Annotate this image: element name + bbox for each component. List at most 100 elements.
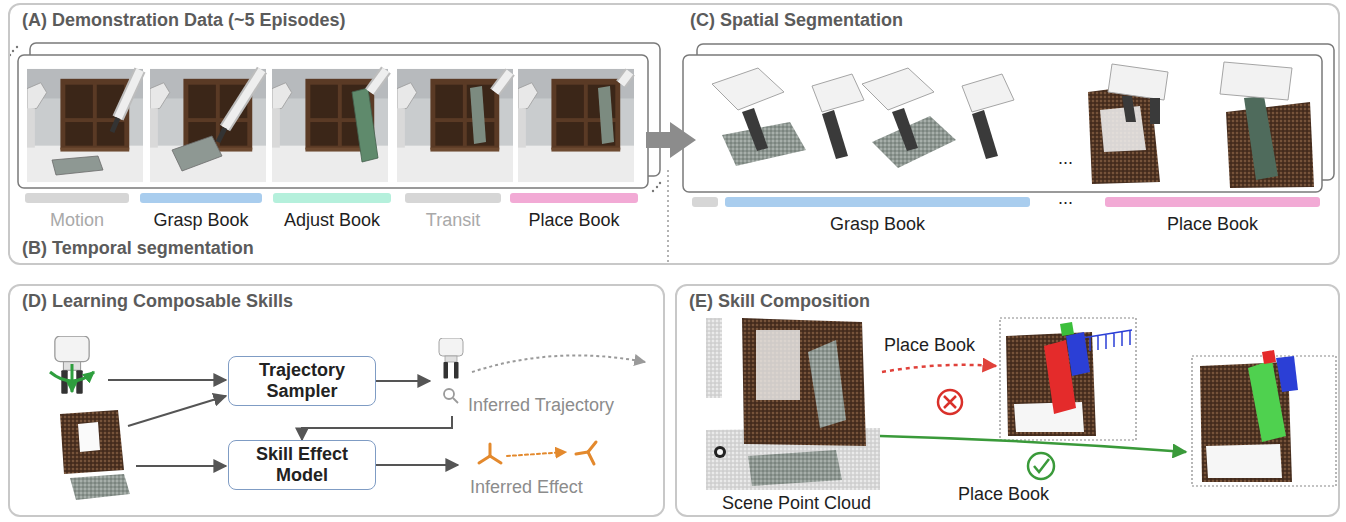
segment-fill (140, 193, 262, 203)
box-label: Skill Effect Model (235, 444, 369, 485)
point-cloud-frames (712, 62, 1314, 188)
frame-stack (9, 43, 661, 192)
segment-fill (405, 193, 501, 203)
robot-arm (225, 70, 262, 128)
motion-arrow (71, 364, 74, 392)
success-mark (1028, 453, 1054, 479)
segment-fill (25, 193, 129, 203)
point-cloud-icon (60, 410, 130, 500)
annotation: ... (1058, 188, 1073, 209)
result-frame (1192, 356, 1336, 486)
input-arrow (136, 465, 226, 467)
frame-axis (576, 452, 588, 454)
process-box: Skill Effect Model (228, 440, 376, 490)
segment: Grasp Book (725, 197, 1030, 235)
toy (717, 449, 723, 455)
gripper-finger (892, 108, 918, 151)
gripper-icon (439, 338, 463, 379)
output-node: Inferred Effect (458, 440, 610, 498)
annotation: Place Book (958, 484, 1049, 505)
frame-stack (683, 44, 1334, 192)
annotation: ... (1058, 148, 1073, 169)
segment-fill (273, 193, 391, 203)
panel-frame: MotionGrasp BookAdjust BookTransitPlace … (8, 3, 1340, 265)
stack-dot (656, 186, 658, 188)
effect-path (507, 452, 566, 456)
robot-arm (621, 72, 630, 84)
failed-result (1000, 318, 1136, 440)
input-arrow (108, 379, 226, 381)
node-label: Scene Point Cloud (700, 493, 893, 514)
gripper (1220, 62, 1292, 100)
book (352, 88, 378, 162)
shelf-gap (78, 422, 100, 452)
node-label: Inferred Trajectory (468, 395, 614, 416)
segment: Transit (405, 193, 501, 231)
book (598, 86, 614, 144)
node-label: Inferred Effect (470, 477, 583, 498)
gripper-pose (1066, 332, 1090, 376)
stack-dot (12, 50, 14, 52)
segment: Place Book (510, 193, 638, 231)
failed-arrow (882, 365, 996, 372)
result-frame (1000, 318, 1136, 440)
book (172, 136, 222, 171)
segment: Grasp Book (140, 193, 262, 231)
magnifier (444, 389, 454, 399)
robot-arm (370, 70, 386, 92)
magnifier (453, 398, 458, 403)
effect-icon (479, 442, 596, 464)
success-check (1034, 459, 1049, 472)
frame-axis (588, 452, 594, 464)
connector-arrow (376, 464, 458, 466)
panel-frame: Scene Point Cloud(E) Skill Composition (675, 284, 1340, 517)
divider (667, 170, 669, 262)
input-arrow (128, 396, 226, 426)
trajectory-icon (439, 338, 645, 403)
photo (27, 69, 143, 182)
robot-arm (118, 70, 140, 118)
gripper (218, 128, 225, 142)
success-arrow (880, 436, 1186, 452)
stack-dot (652, 190, 654, 192)
photo (397, 69, 513, 182)
segment-label: Grasp Book (830, 214, 925, 235)
robot-arm (621, 72, 630, 84)
gripper-pose (1276, 356, 1298, 392)
wall-cloud (706, 318, 722, 398)
robot-icon (50, 336, 94, 394)
gripper (712, 68, 784, 110)
gripper-finger (742, 108, 768, 151)
gripper-finger (972, 110, 998, 159)
book-cloud (1244, 96, 1278, 180)
gripper (1108, 64, 1168, 100)
stack-dot (16, 46, 18, 48)
gripper (812, 74, 864, 112)
gripper (112, 118, 118, 132)
segment: Adjust Book (273, 193, 391, 231)
trajectory-path (472, 355, 645, 372)
gripper-finger (822, 110, 848, 159)
success-result (1192, 350, 1336, 486)
process-box: Trajectory Sampler (228, 356, 376, 406)
shelf-floor (1206, 444, 1282, 478)
book-cloud (748, 450, 842, 486)
connector-arrow (376, 380, 430, 382)
scene-point-cloud (706, 318, 880, 490)
frame-axis (490, 456, 501, 463)
photo (518, 69, 634, 182)
shelf-cloud (1006, 332, 1096, 436)
segment-label: Transit (426, 210, 480, 231)
segment: Place Book (1105, 197, 1320, 235)
flow-arrow (646, 122, 696, 158)
robot-arm (225, 70, 262, 128)
panel-title: (D) Learning Composable Skills (22, 291, 293, 312)
segment-label: Adjust Book (284, 210, 380, 231)
frame-axis (479, 456, 490, 463)
robot-arm (118, 70, 140, 118)
book (470, 86, 486, 144)
gripper-finger (1150, 98, 1160, 124)
photo (272, 69, 388, 182)
panel-title: (A) Demonstration Data (~5 Episodes) (22, 10, 346, 31)
